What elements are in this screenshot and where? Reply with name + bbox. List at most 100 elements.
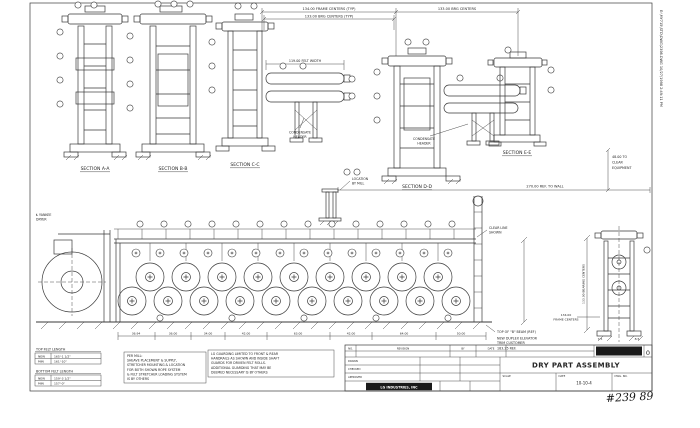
callout-bubble [643, 246, 651, 254]
condensate-header-label: CONDENSATE [413, 137, 435, 141]
callout-bubble [170, 0, 178, 8]
felt-roll [395, 248, 405, 258]
callout-bubble [422, 38, 430, 46]
sheet-border [29, 2, 653, 392]
note-line: FOR BOTH SHOWN ROPE SYSTEM [127, 368, 181, 372]
callout-bubble [279, 62, 287, 70]
section-b-label: SECTION B-B [159, 166, 188, 172]
note-line: & FELT STRETCHER LOADING SYSTEM [127, 372, 187, 376]
title-block: NO. REVISION BY DATE 0 DRY PART ASSEMBLY… [344, 344, 653, 392]
drawing-title: DRY PART ASSEMBLY [532, 362, 621, 370]
dryer-cylinder [369, 286, 399, 316]
dryer-cylinder [279, 262, 309, 292]
table-title: BOTTOM FELT LENGTH [36, 370, 74, 374]
mill-stand: LOCATION BY MILL [318, 168, 369, 226]
per-mill-note: PER MILL: SHEAVE PLACEMENT & SUPPLY, STR… [123, 351, 207, 384]
handwritten-number: #239 89 [605, 390, 653, 405]
guarding-note: LG GUARDING LIMITED TO FRONT & REAR HAND… [207, 349, 335, 378]
callout-bubble [372, 314, 380, 322]
callout-bubble [160, 220, 168, 228]
callout-bubble [348, 75, 356, 83]
callout-bubble [232, 220, 240, 228]
felt-roll [179, 248, 189, 258]
note-line: ADDITIONAL GUARDING THAT MAY BE [211, 366, 271, 370]
dryer-section-elevation: 36.94 36.00 34.00 42.00 63.00 42.00 64.0… [36, 195, 528, 340]
callout-bubble [304, 220, 312, 228]
felt-roll [275, 248, 285, 258]
dryer-cylinder [189, 286, 219, 316]
dryer-cylinder [225, 286, 255, 316]
dryer-cylinder [405, 286, 435, 316]
table-cell: MIN [38, 382, 44, 386]
callout-bubble [56, 52, 64, 60]
dryer-cylinder [243, 262, 273, 292]
yankee-label: ℄ YANKEE [36, 213, 51, 217]
brg-centers-dim: 133.00 BRG CENTERS [438, 7, 477, 11]
elevation-callouts-bottom [156, 314, 452, 322]
callout-bubble [348, 92, 356, 100]
top-dimension-lines: 134.00 FRAME CENTERS (TYP) 133.00 BRG CE… [259, 7, 521, 56]
section-d-label: SECTION D-D [402, 184, 432, 190]
titleblock-row-label: CHECKED [348, 367, 361, 371]
table-cell: 165'-1 1/2" [54, 354, 71, 358]
ref-to-wall-line: 270.00 REF. TO WALL [337, 185, 651, 193]
dim-value: 42.00 [242, 332, 251, 336]
condensate-header-label: CONDENSATE [289, 131, 311, 135]
callout-bubble [343, 168, 351, 176]
dryer-cylinders-top-row [135, 262, 453, 292]
drawing-date: 10-10-4 [576, 381, 592, 386]
note-line: GUARDS FOR DRIVEN FELT ROLLS. [211, 361, 266, 365]
right-frame-centers-dim: FRAME CENTERS [553, 318, 578, 322]
callout-bubble [373, 92, 381, 100]
rev-header: BY [461, 347, 465, 351]
callout-bubble [208, 220, 216, 228]
callout-bubble [353, 168, 361, 176]
note-line: IS BY OTHERS [127, 377, 149, 381]
overall-ref-dim: 183.25 REF. [497, 347, 516, 351]
dim-value: 36.94 [132, 332, 141, 336]
dim-value: 64.00 [400, 332, 409, 336]
dim-value: 7.5 [598, 337, 603, 341]
callout-bubble [126, 104, 134, 112]
sheet-number: 0 [646, 349, 650, 357]
dim-value: 50.00 [457, 332, 466, 336]
callout-bubble [56, 28, 64, 36]
felt-rolls [131, 248, 453, 258]
right-frame-section-view: 7.5 8.5 133.00 BEARING CENTERS 134.00 FR… [553, 226, 651, 342]
location-by-mill-text: LOCATION [352, 177, 369, 181]
bottom-felt-length-table: BOTTOM FELT LENGTH NEW 159'-3 1/2" MIN 1… [34, 370, 102, 387]
dryer-cylinder [351, 262, 381, 292]
company-logo-bar [366, 382, 432, 391]
callout-bubble [376, 220, 384, 228]
dim-value: 34.00 [204, 332, 213, 336]
note-line: LG GUARDING LIMITED TO FRONT & REAR [211, 352, 279, 356]
felt-roll [299, 248, 309, 258]
location-by-mill-text: BY MILL [352, 181, 364, 185]
felt-roll [227, 248, 237, 258]
dryer-cylinder [135, 262, 165, 292]
felt-roll [371, 248, 381, 258]
section-b-view: SECTION B-B [126, 0, 213, 173]
clear-equipment-annotation: 48.00 TO CLEAR EQUIPMENT [605, 147, 632, 193]
callout-bubble [56, 76, 64, 84]
callout-bubble [280, 220, 288, 228]
felt-roll [443, 248, 453, 258]
felt-roll [131, 248, 141, 258]
callout-bubble [208, 38, 216, 46]
clear-line-label: CLEAR LINE [489, 226, 508, 230]
callout-bubble [126, 56, 134, 64]
felt-roll [251, 248, 261, 258]
callout-bubble [400, 220, 408, 228]
clear-equipment-text: 48.00 TO [612, 155, 628, 159]
rev-header: NO. [348, 347, 353, 351]
titleblock-row-label: APPROVED [348, 375, 362, 379]
dim-value: 63.00 [294, 332, 303, 336]
date-label: DATE [559, 374, 566, 378]
callout-bubble [373, 116, 381, 124]
section-a-label: SECTION A-A [81, 166, 111, 172]
callout-bubble [250, 2, 258, 10]
revision-stamp-block [596, 346, 642, 356]
callout-bubble [154, 0, 162, 8]
felt-width-dim: 119.00 FELT WIDTH [289, 59, 322, 63]
